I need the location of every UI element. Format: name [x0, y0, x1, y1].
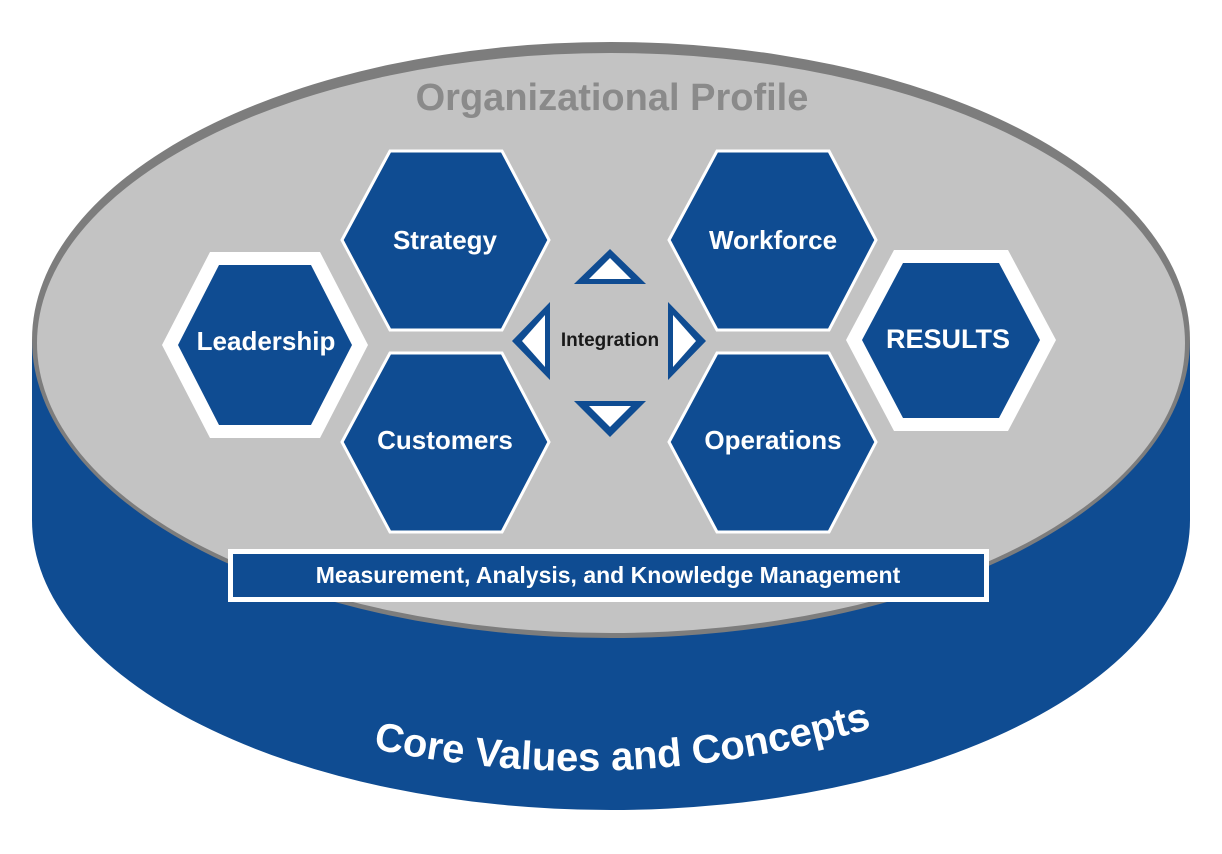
integration-group: Integration [512, 249, 706, 437]
leadership-label: Leadership [197, 326, 336, 356]
hex-leadership: Leadership [162, 252, 368, 438]
workforce-label: Workforce [709, 225, 837, 255]
hex-operations: Operations [667, 351, 878, 534]
cylinder-top-surface [37, 53, 1185, 633]
organizational-profile-title: Organizational Profile [416, 77, 809, 119]
hex-customers: Customers [340, 351, 551, 534]
hex-results-fill [862, 263, 1040, 418]
hex-strategy: Strategy [340, 149, 551, 332]
triangle-left-icon [512, 302, 550, 380]
measurement-bar-fill [233, 554, 984, 597]
customers-label: Customers [377, 425, 513, 455]
integration-label: Integration [561, 330, 659, 351]
hex-operations-shape [667, 351, 878, 534]
measurement-bar: Measurement, Analysis, and Knowledge Man… [228, 549, 989, 602]
triangle-right-icon [668, 302, 706, 380]
strategy-label: Strategy [393, 225, 498, 255]
results-label: RESULTS [886, 324, 1010, 354]
hex-strategy-shape [340, 149, 551, 332]
cylinder-base [32, 42, 1190, 810]
triangle-down-icon [574, 401, 646, 437]
hex-workforce-shape [667, 149, 878, 332]
hex-leadership-fill [178, 265, 352, 425]
triangle-up-icon [574, 249, 646, 284]
operations-label: Operations [704, 425, 841, 455]
hex-customers-shape [340, 351, 551, 534]
measurement-label: Measurement, Analysis, and Knowledge Man… [316, 562, 901, 588]
hex-results: RESULTS [846, 250, 1056, 431]
hex-workforce: Workforce [667, 149, 878, 332]
